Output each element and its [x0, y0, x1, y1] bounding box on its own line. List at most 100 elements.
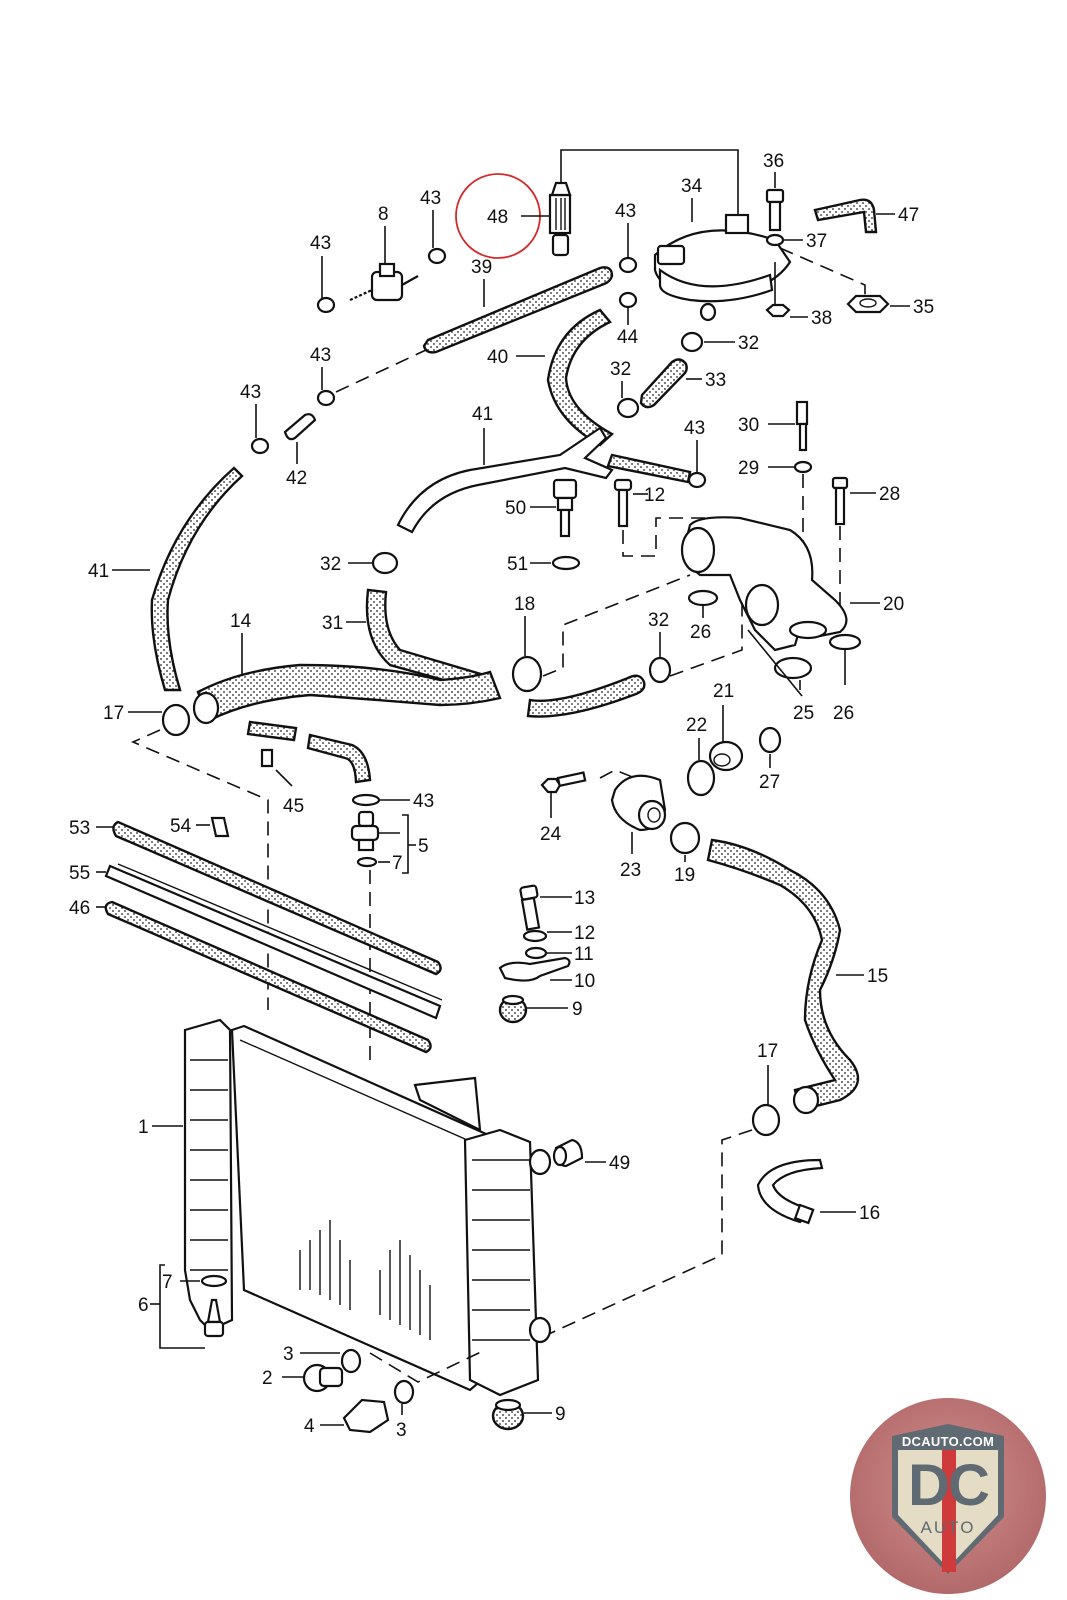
part-3b-washer[interactable] [393, 1379, 415, 1405]
part-13-bolt[interactable] [519, 884, 541, 931]
callout-43f: 43 [684, 418, 705, 439]
part-12-bolt[interactable] [613, 478, 633, 528]
part-47-hose[interactable] [813, 198, 878, 234]
part-20-coolant-housing[interactable] [680, 516, 848, 652]
callout-31: 31 [322, 613, 343, 634]
part-6-screw[interactable] [203, 1298, 225, 1338]
clamp-43a[interactable] [316, 296, 336, 314]
part-49-sleeve[interactable] [552, 1138, 584, 1168]
part-35-cap[interactable] [846, 294, 890, 314]
callout-43a: 43 [310, 233, 331, 254]
clamp-32d[interactable] [371, 551, 399, 575]
part-50-sensor[interactable] [552, 478, 578, 538]
part-25-seal[interactable] [773, 656, 813, 680]
callout-19: 19 [674, 865, 695, 886]
callout-20: 20 [883, 594, 904, 615]
part-41-hose[interactable] [150, 466, 244, 692]
part-12b-washer[interactable] [522, 929, 548, 943]
callout-49: 49 [609, 1153, 630, 1174]
part-46-strip[interactable] [104, 900, 432, 1054]
part-51-washer[interactable] [551, 555, 581, 571]
callout-55: 55 [69, 863, 90, 884]
clamp-44[interactable] [618, 291, 638, 309]
callout-48: 48 [487, 207, 508, 228]
part-9a-mount[interactable] [498, 994, 528, 1024]
callout-47: 47 [898, 205, 919, 226]
callout-3b: 3 [396, 1420, 407, 1441]
part-8-valve[interactable] [349, 262, 419, 302]
part-33-hose[interactable] [639, 358, 688, 409]
callout-44: 44 [617, 327, 639, 348]
part-42-connector[interactable] [283, 413, 317, 441]
part-48-filter[interactable] [455, 173, 572, 259]
callout-34: 34 [681, 176, 703, 197]
part-54-clip[interactable] [210, 816, 230, 838]
callout-6: 6 [138, 1295, 149, 1316]
callout-18: 18 [514, 594, 535, 615]
part-15-hose[interactable] [706, 838, 860, 1112]
callout-3a: 3 [283, 1344, 294, 1365]
part-28-bolt[interactable] [831, 476, 849, 526]
clamp-32a[interactable] [680, 331, 704, 353]
clamp-18[interactable] [511, 655, 543, 693]
part-16-strap[interactable] [756, 1158, 824, 1225]
part-7a-washer[interactable] [356, 856, 378, 868]
callout-54: 54 [170, 816, 192, 837]
callout-42: 42 [286, 468, 307, 489]
part-55-strip[interactable] [104, 864, 442, 1020]
callout-25: 25 [793, 703, 814, 724]
part-36-bolt[interactable] [765, 188, 785, 232]
callout-29: 29 [738, 458, 759, 479]
part-26a-seal[interactable] [687, 589, 719, 607]
part-21-thermostat[interactable] [708, 740, 744, 772]
callout-7a: 7 [392, 853, 403, 874]
callout-12b: 12 [574, 923, 595, 944]
callout-26a: 26 [690, 622, 711, 643]
callout-53: 53 [69, 818, 90, 839]
callout-37: 37 [806, 231, 827, 252]
clamp-17a[interactable] [161, 703, 191, 737]
part-9b-mount[interactable] [491, 1398, 525, 1431]
callout-33: 33 [705, 370, 726, 391]
callout-1: 1 [138, 1117, 149, 1138]
part-29-washer[interactable] [793, 460, 813, 474]
callout-32a: 32 [738, 333, 759, 354]
part-27-seal[interactable] [758, 726, 782, 754]
part-52-hose[interactable] [396, 426, 614, 534]
callout-14: 14 [230, 611, 252, 632]
part-30-sensor[interactable] [795, 400, 809, 452]
logo-brand-text: DC [908, 1453, 990, 1518]
clamp-43c[interactable] [618, 256, 638, 274]
part-5-valve[interactable] [350, 810, 380, 852]
part-45-clip[interactable] [260, 748, 274, 768]
part-10-bracket[interactable] [498, 956, 571, 982]
part-1-radiator[interactable] [183, 1018, 552, 1397]
part-11-washer[interactable] [524, 946, 548, 960]
part-34-expansion-tank[interactable] [653, 213, 792, 322]
part-40-hose[interactable] [546, 308, 615, 447]
part-7b-washer[interactable] [200, 1274, 228, 1288]
clamp-43f[interactable] [687, 471, 707, 489]
part-14-hose[interactable] [196, 663, 502, 722]
part-39-hose[interactable] [422, 266, 614, 354]
part-24-bolt[interactable] [540, 771, 587, 794]
part-3a-washer[interactable] [340, 1348, 362, 1374]
clamp-43b[interactable] [427, 247, 447, 265]
clamp-32b[interactable] [616, 397, 640, 419]
callout-8: 8 [378, 204, 389, 225]
part-22-oring[interactable] [686, 759, 716, 797]
clamp-43d[interactable] [316, 389, 336, 407]
clamp-17b[interactable] [751, 1103, 781, 1137]
part-26b-seal[interactable] [828, 633, 862, 651]
part-37-washer[interactable] [765, 233, 785, 247]
part-23-elbow[interactable] [610, 774, 667, 832]
clamp-43e[interactable] [250, 437, 270, 455]
part-38-nut[interactable] [765, 303, 791, 318]
part-53-strip[interactable] [112, 820, 442, 976]
part-2-plug[interactable] [302, 1363, 344, 1393]
clamp-43g[interactable] [351, 793, 381, 807]
part-4-drain-valve[interactable] [342, 1398, 390, 1434]
clamp-19[interactable] [669, 821, 701, 855]
logo-stripe [942, 1450, 956, 1572]
clamp-32c[interactable] [648, 656, 672, 684]
